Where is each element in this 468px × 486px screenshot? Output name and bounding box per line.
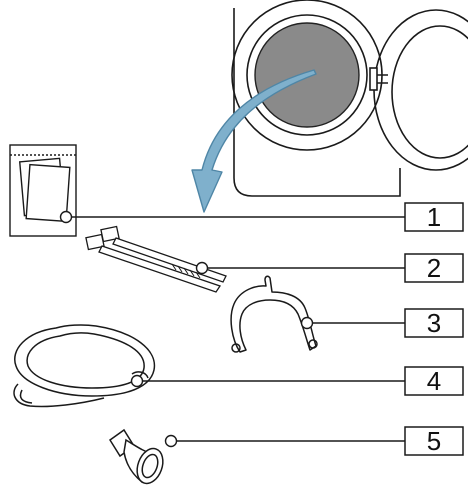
drain-hose	[13, 324, 156, 408]
leader-dot-1	[59, 210, 73, 224]
callout-number-1: 1	[427, 202, 441, 232]
document-sheet-front	[25, 163, 71, 223]
callout-box-4	[404, 366, 464, 396]
leader-dot-3	[300, 316, 314, 330]
cable-tie-teeth	[171, 263, 201, 279]
callout-box-3	[404, 308, 464, 338]
hose-coil-outer	[14, 324, 156, 397]
funnel-connector	[108, 428, 164, 485]
callout-box-1	[404, 202, 464, 232]
callout-box-5	[404, 426, 464, 456]
callout-number-3: 3	[427, 308, 441, 338]
hose-tail	[13, 383, 105, 408]
callout-number-2: 2	[427, 253, 441, 283]
hose-bracket	[230, 275, 318, 353]
cable-tie-strap-1	[98, 245, 222, 293]
leader-lines	[59, 210, 405, 448]
cable-tie-head-2	[100, 225, 120, 243]
leader-dot-4	[130, 374, 144, 388]
hose-end	[131, 371, 149, 379]
bracket-outline	[230, 275, 317, 353]
door-hinge	[369, 67, 378, 91]
hinge-line	[377, 74, 388, 84]
leader-dot-2	[195, 261, 209, 275]
callout-boxes	[404, 202, 464, 456]
callout-number-4: 4	[427, 366, 441, 396]
callout-box-2	[404, 253, 464, 283]
callout-number-5: 5	[427, 426, 441, 456]
document-pouch	[9, 144, 77, 237]
funnel-mouth-inner	[141, 453, 159, 479]
bracket-clip-right	[308, 339, 318, 349]
open-door-outer	[373, 9, 468, 171]
door-ring-inner	[246, 14, 368, 136]
leader-dot-5	[164, 434, 178, 448]
arrow-body	[191, 69, 317, 213]
machine-body-outline	[233, 8, 401, 197]
bracket-clip-left	[231, 343, 241, 353]
unpack-arrow	[191, 69, 317, 213]
cable-ties	[85, 225, 227, 293]
open-door-inner	[391, 25, 468, 159]
callout-numbers: 1 2 3 4 5	[427, 202, 441, 456]
hose-coil-inner	[26, 332, 145, 389]
